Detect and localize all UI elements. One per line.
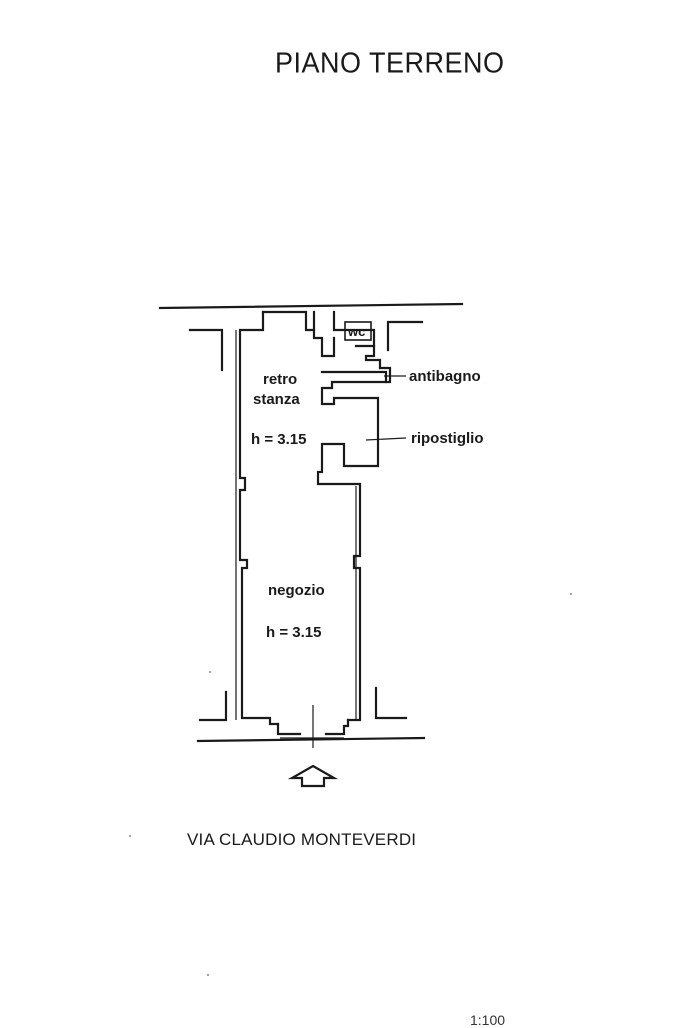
top-wall-segment xyxy=(261,310,316,332)
neighbour-wall-bottom-left xyxy=(198,690,228,722)
retro-label-line2: stanza xyxy=(253,391,300,408)
wc-wall-left xyxy=(312,310,336,358)
plan-title: PIANO TERRENO xyxy=(275,47,505,79)
scan-speck xyxy=(209,671,211,673)
antibagno-wall xyxy=(316,370,388,722)
wc-label: wc xyxy=(347,324,365,339)
retro-label-line1: retro xyxy=(263,371,297,388)
neighbour-wall-top-left xyxy=(188,328,224,372)
antibagno-right xyxy=(378,366,392,384)
ripostiglio-label: ripostiglio xyxy=(411,430,484,447)
negozio-height-label: h = 3.15 xyxy=(266,624,321,641)
scan-speck xyxy=(129,835,131,837)
antibagno-label: antibagno xyxy=(409,368,481,385)
unit-left-wall xyxy=(238,310,280,726)
front-wall-left xyxy=(276,722,302,736)
negozio-label: negozio xyxy=(268,582,325,599)
retro-height-label: h = 3.15 xyxy=(251,431,306,448)
wc-wall-right xyxy=(332,310,382,370)
neighbour-wall-bottom-right xyxy=(374,686,408,720)
wc-fixture xyxy=(344,321,372,341)
ripostiglio-leader xyxy=(365,437,407,441)
scale-note: 1:100 xyxy=(470,1012,506,1028)
street-name: VIA CLAUDIO MONTEVERDI xyxy=(187,830,417,849)
rear-boundary-line xyxy=(158,302,464,310)
front-wall-right xyxy=(324,718,350,736)
scan-speck xyxy=(570,593,572,595)
scan-speck xyxy=(207,974,209,976)
entrance-arrow-icon xyxy=(287,764,339,788)
street-front-line xyxy=(196,736,426,743)
neighbour-wall-top-right xyxy=(386,320,424,352)
